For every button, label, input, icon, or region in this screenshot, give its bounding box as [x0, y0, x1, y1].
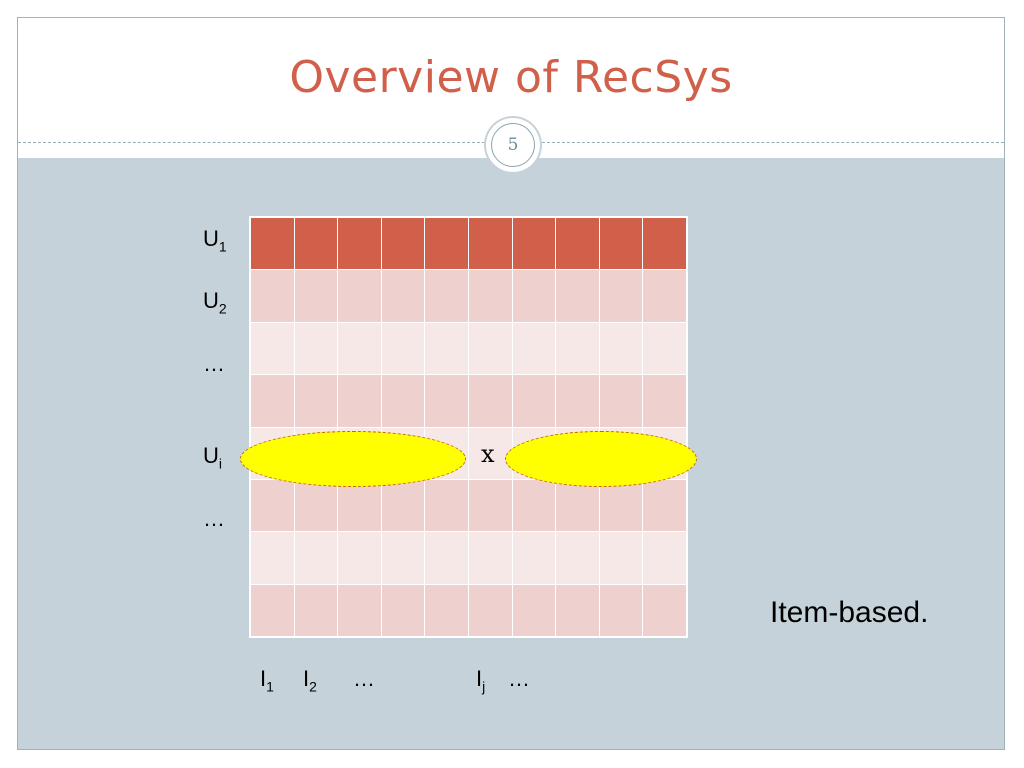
matrix-cell — [251, 584, 294, 636]
matrix-cell — [425, 479, 468, 532]
highlight-ellipse-right — [505, 431, 697, 487]
matrix-cell — [381, 584, 425, 636]
matrix-cell — [294, 322, 338, 375]
matrix-cell — [294, 479, 338, 532]
matrix-cell — [599, 532, 643, 584]
matrix-cell — [512, 532, 556, 584]
row-label-ui: Ui — [203, 443, 223, 472]
matrix-cell — [556, 532, 599, 584]
matrix-cell — [338, 584, 381, 636]
matrix-cell — [338, 322, 381, 375]
matrix-cell — [251, 322, 294, 375]
matrix-cell — [468, 270, 512, 322]
item-based-note: Item-based. — [770, 596, 929, 629]
matrix-cell — [643, 532, 686, 584]
matrix-cell — [294, 375, 338, 427]
slide-title: Overview of RecSys — [289, 52, 733, 103]
matrix-cell — [599, 479, 643, 532]
matrix-cell — [556, 218, 599, 270]
matrix-cell — [381, 270, 425, 322]
matrix-cell — [599, 218, 643, 270]
matrix-cell — [468, 427, 512, 479]
target-cell-mark: x — [481, 440, 495, 468]
matrix-cell — [294, 532, 338, 584]
matrix-cell — [512, 584, 556, 636]
matrix-cell — [599, 375, 643, 427]
matrix-cell — [338, 218, 381, 270]
matrix-cell — [643, 479, 686, 532]
row-label-u1: U1 — [203, 226, 227, 255]
matrix-cell — [643, 270, 686, 322]
matrix-cell — [468, 584, 512, 636]
matrix-cell — [294, 584, 338, 636]
matrix-cell — [643, 375, 686, 427]
matrix-cell — [512, 270, 556, 322]
matrix-cell — [425, 218, 468, 270]
matrix-cell — [643, 584, 686, 636]
matrix-cell — [556, 479, 599, 532]
matrix-cell — [468, 218, 512, 270]
matrix-cell — [556, 270, 599, 322]
matrix-cell — [251, 270, 294, 322]
matrix-cell — [512, 218, 556, 270]
user-item-matrix — [249, 216, 688, 638]
slide: Overview of RecSys 5 U1 U2 … Ui … I1 I2 … — [17, 17, 1005, 750]
matrix-cell — [425, 584, 468, 636]
highlight-ellipse-left — [240, 431, 466, 487]
matrix-cell — [425, 532, 468, 584]
matrix-cell — [381, 322, 425, 375]
matrix-cell — [338, 479, 381, 532]
matrix-cell — [643, 322, 686, 375]
matrix-cell — [381, 218, 425, 270]
matrix-cell — [512, 322, 556, 375]
matrix-cell — [643, 218, 686, 270]
matrix-cell — [425, 322, 468, 375]
matrix-cell — [512, 375, 556, 427]
matrix-cell — [556, 375, 599, 427]
row-label-ellipsis-1: … — [203, 351, 225, 376]
page-number: 5 — [491, 123, 535, 167]
matrix-cell — [468, 532, 512, 584]
matrix-cell — [294, 218, 338, 270]
matrix-cell — [468, 479, 512, 532]
matrix-cell — [338, 270, 381, 322]
matrix-cell — [251, 479, 294, 532]
row-label-ellipsis-2: … — [203, 506, 225, 531]
matrix-cell — [512, 479, 556, 532]
col-label-ij: Ij — [476, 666, 486, 695]
col-label-i2: I2 — [303, 666, 317, 695]
matrix-cell — [338, 375, 381, 427]
matrix-cell — [251, 218, 294, 270]
matrix-cell — [338, 532, 381, 584]
matrix-cell — [381, 532, 425, 584]
matrix-cell — [425, 375, 468, 427]
matrix-cell — [556, 584, 599, 636]
matrix-cell — [468, 322, 512, 375]
matrix-cell — [381, 479, 425, 532]
matrix-cell — [599, 270, 643, 322]
matrix-cell — [599, 584, 643, 636]
matrix-cell — [251, 532, 294, 584]
matrix-cell — [381, 375, 425, 427]
page-number-badge: 5 — [486, 118, 540, 172]
row-label-u2: U2 — [203, 288, 227, 317]
matrix-cell — [599, 322, 643, 375]
matrix-cell — [251, 375, 294, 427]
matrix-cell — [294, 270, 338, 322]
matrix-cell — [556, 322, 599, 375]
col-label-i1: I1 — [260, 666, 274, 695]
matrix-cell — [468, 375, 512, 427]
col-label-ellipsis-1: … — [353, 666, 375, 691]
matrix-cell — [425, 270, 468, 322]
col-label-ellipsis-2: … — [508, 666, 530, 691]
